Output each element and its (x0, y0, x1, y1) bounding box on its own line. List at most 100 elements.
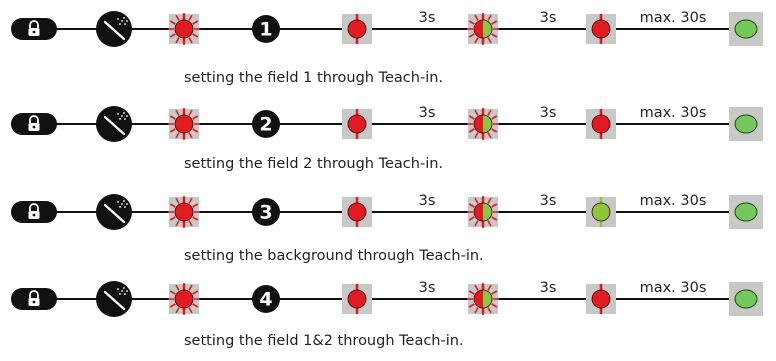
ray (192, 33, 199, 38)
red-led (347, 289, 367, 309)
red-led (347, 19, 367, 39)
ray (175, 14, 180, 21)
ray (468, 203, 475, 208)
ray (487, 307, 492, 314)
stage-blink-red-green (467, 13, 499, 45)
hold-time-label: 3s (540, 280, 557, 296)
lock-shackle (29, 20, 39, 28)
ray (487, 284, 492, 291)
led-half-green (483, 290, 492, 308)
lock-shackle (29, 290, 39, 298)
ray (491, 33, 498, 38)
ray (474, 197, 479, 204)
green-led (734, 289, 758, 309)
row-caption: setting the background through Teach-in. (184, 248, 484, 264)
stage-result (586, 109, 616, 139)
sparkle (124, 206, 126, 208)
ray (175, 284, 180, 291)
step-number: 3 (252, 198, 280, 226)
sparkle (123, 200, 125, 202)
ray (188, 197, 193, 204)
lock-keyhole (32, 300, 36, 304)
ray (169, 203, 176, 208)
ray (188, 132, 193, 139)
stage-final-green (729, 195, 763, 229)
ray (192, 303, 199, 308)
lock-keyhole (32, 213, 36, 217)
ray (188, 109, 193, 116)
step-number: 4 (252, 285, 280, 313)
ray (474, 109, 479, 116)
step-number: 2 (252, 110, 280, 138)
stage-final-green (729, 12, 763, 46)
timeout-label: max. 30s (640, 193, 707, 209)
stage-steady-red (342, 14, 372, 44)
sparkle (121, 203, 123, 205)
stage-blink-red (168, 196, 200, 228)
lock-shackle (29, 115, 39, 123)
hold-time-label: 3s (419, 10, 436, 26)
step-number: 1 (252, 15, 280, 43)
red-led (174, 202, 194, 222)
ray (474, 307, 479, 314)
ray (169, 33, 176, 38)
teach-tool-icon (96, 281, 132, 317)
sparkle (121, 115, 123, 117)
sparkle (119, 206, 121, 208)
sparkle (117, 18, 119, 20)
tool-stroke (103, 203, 126, 224)
tool-stroke (103, 20, 126, 41)
stage-blink-red-green (467, 283, 499, 315)
sparkle (126, 203, 128, 205)
stage-steady-red (342, 109, 372, 139)
red-led (347, 202, 367, 222)
sparkle (126, 290, 128, 292)
ray (175, 307, 180, 314)
timeout-label: max. 30s (640, 280, 707, 296)
lock-icon (11, 288, 57, 310)
green-led (591, 202, 611, 222)
ray (169, 216, 176, 221)
ray (468, 128, 475, 133)
teach-tool-icon (96, 194, 132, 230)
row-caption: setting the field 1&2 through Teach-in. (184, 333, 464, 349)
ray (487, 220, 492, 227)
led-outline (473, 19, 493, 39)
sparkle (126, 20, 128, 22)
green-led (734, 114, 758, 134)
teach-tool-icon (96, 11, 132, 47)
lock-keyhole (32, 125, 36, 129)
ray (487, 14, 492, 21)
timeout-label: max. 30s (640, 10, 707, 26)
hold-time-label: 3s (540, 193, 557, 209)
lock-shackle (29, 203, 39, 211)
lock-icon (11, 201, 57, 223)
number-label: 3 (259, 202, 272, 224)
ray (474, 14, 479, 21)
ray (175, 37, 180, 44)
tool-stroke (103, 115, 126, 136)
stage-steady-red (342, 284, 372, 314)
ray (192, 20, 199, 25)
ray (468, 303, 475, 308)
red-led (174, 289, 194, 309)
stage-result (586, 284, 616, 314)
sparkle (119, 23, 121, 25)
sparkle (126, 115, 128, 117)
stage-blink-red (168, 283, 200, 315)
led-half-red (474, 20, 483, 38)
ray (188, 14, 193, 21)
timeout-label: max. 30s (640, 105, 707, 121)
ray (169, 290, 176, 295)
led-half-red (474, 115, 483, 133)
ray (474, 284, 479, 291)
blink-rays (168, 13, 200, 45)
ray (175, 109, 180, 116)
stage-blink-red-green (467, 196, 499, 228)
number-disc (252, 198, 280, 226)
ray (487, 197, 492, 204)
red-led (591, 19, 611, 39)
sparkle (119, 118, 121, 120)
